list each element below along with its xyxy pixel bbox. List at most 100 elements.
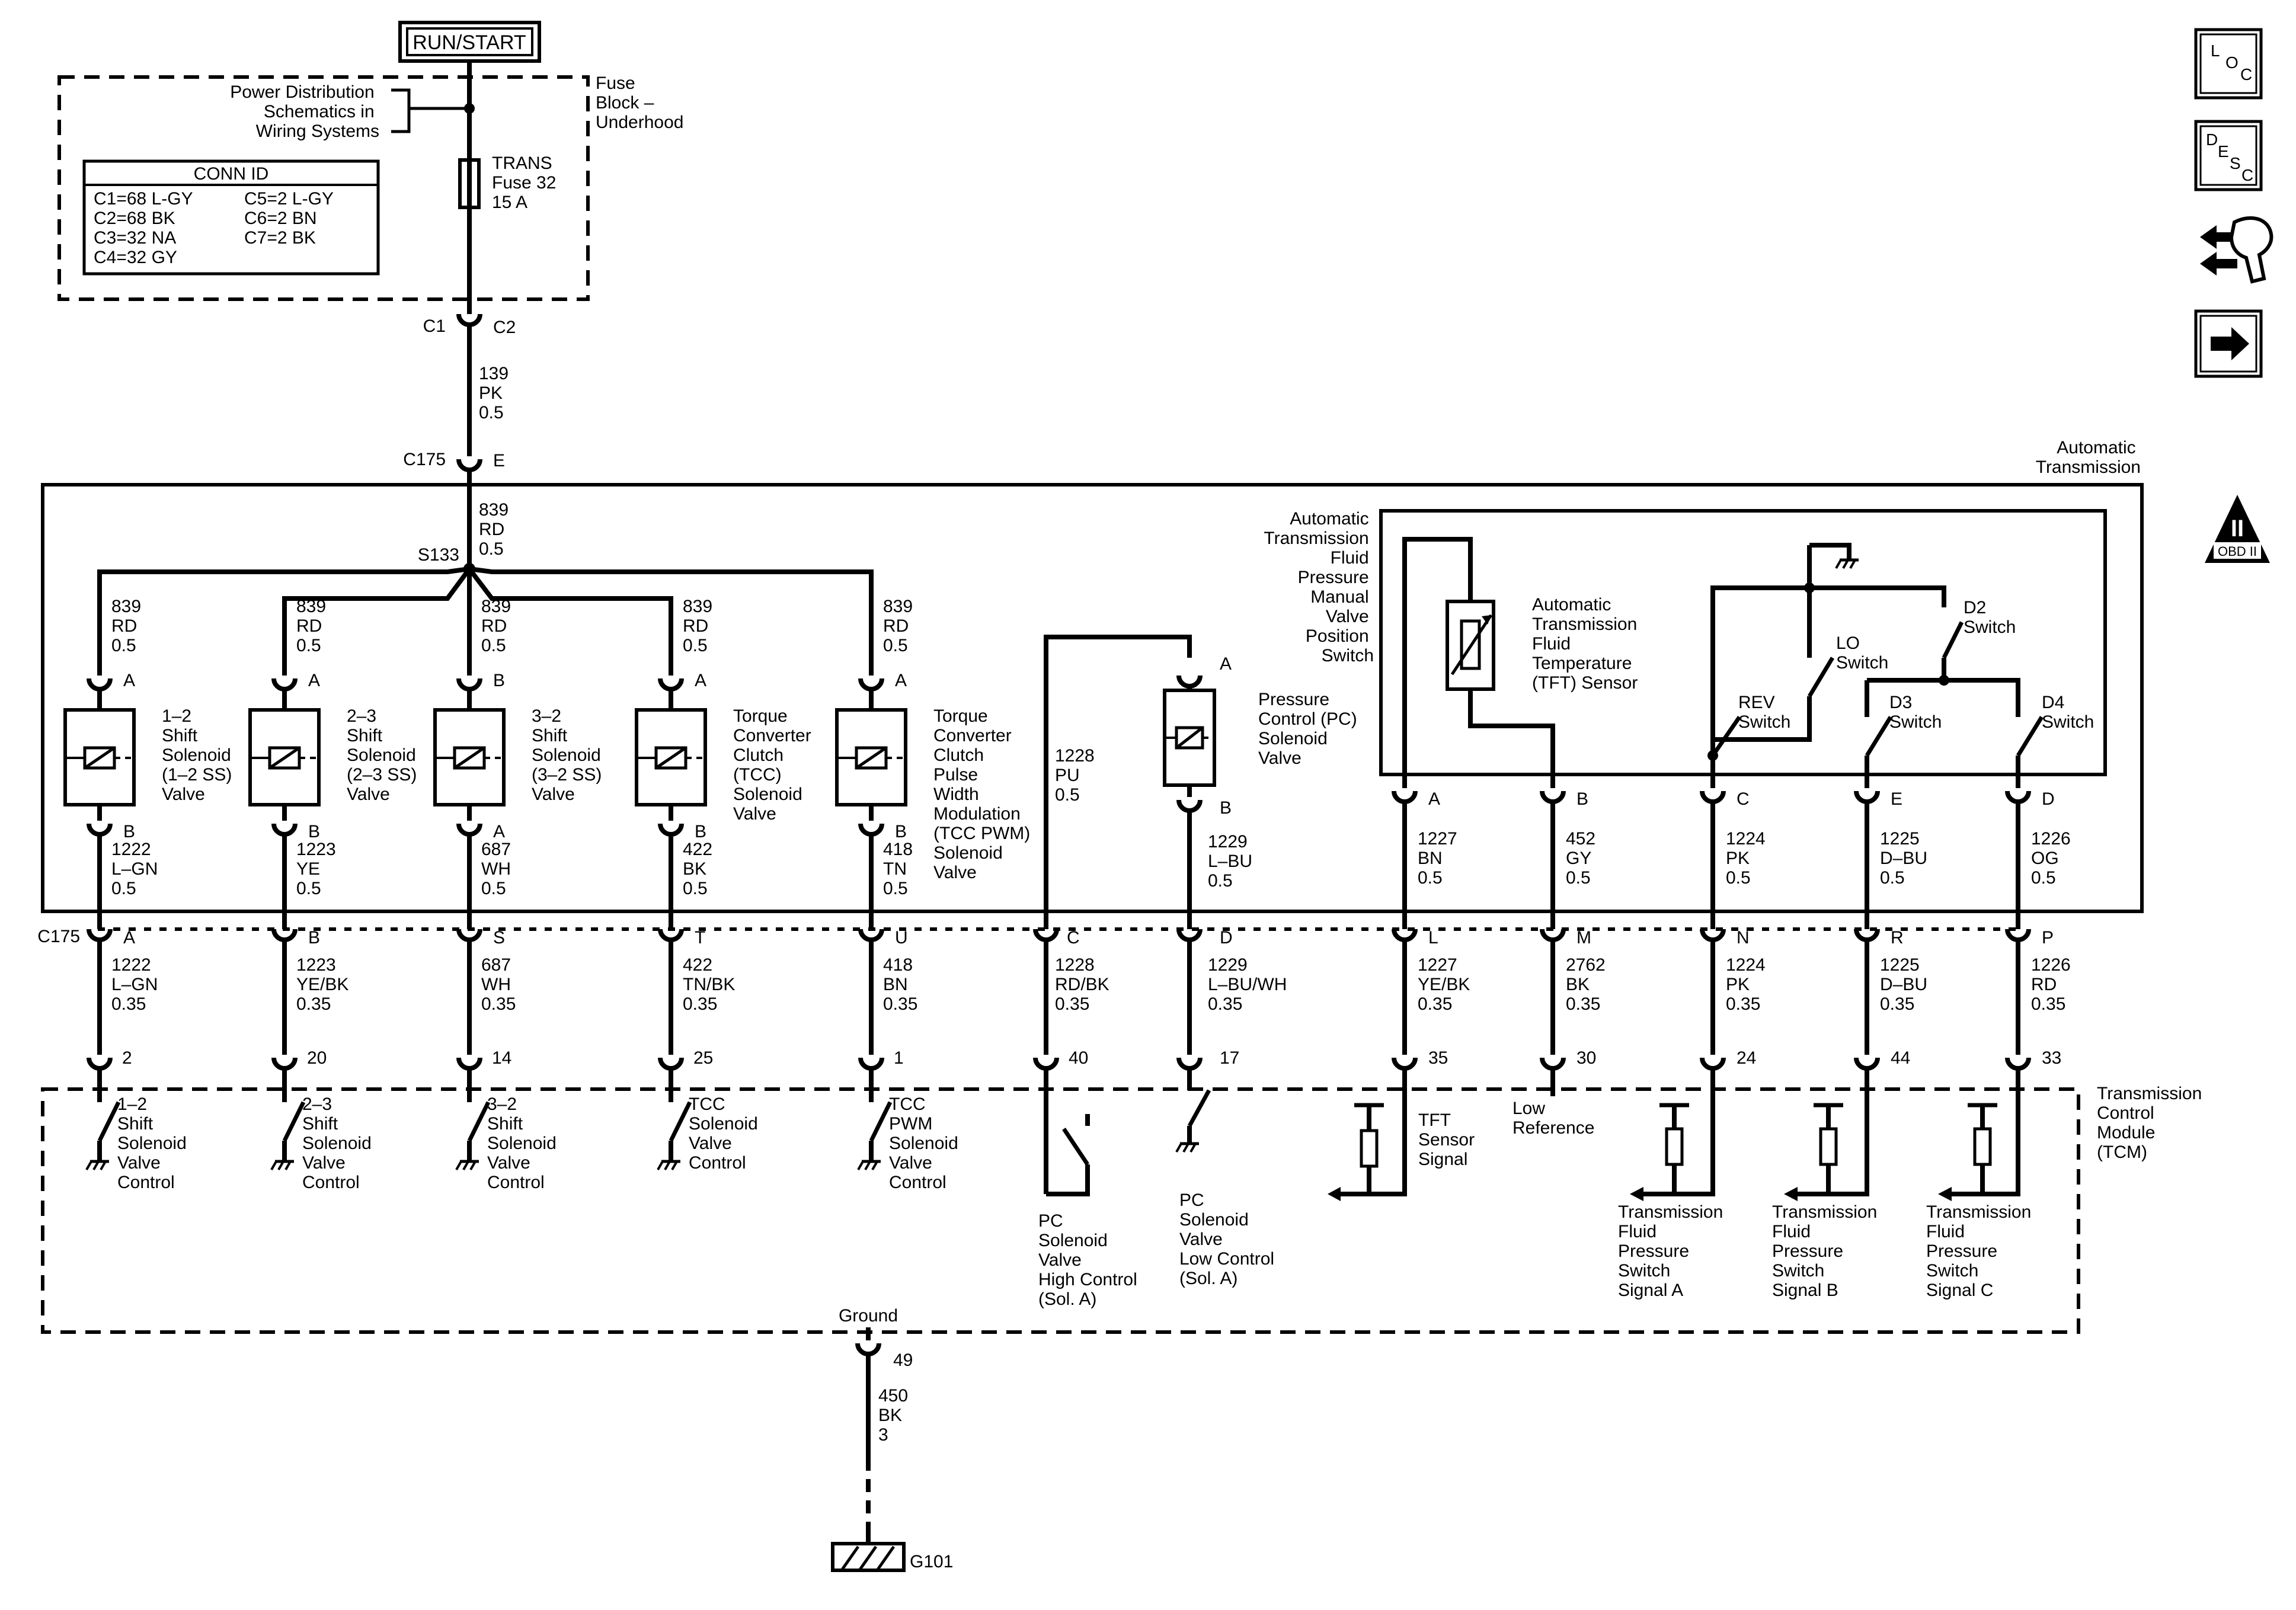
svg-text:E: E (2218, 142, 2229, 161)
svg-text:24: 24 (1737, 1048, 1756, 1068)
solenoid-top-pin: A (895, 671, 907, 690)
pc-solenoid-label: Pressure Control (PC) Solenoid Valve (1258, 690, 1362, 768)
svg-text:OBD II: OBD II (2218, 544, 2257, 559)
svg-text:M: M (1576, 928, 1591, 948)
svg-text:D: D (2042, 789, 2055, 809)
tcm-box (41, 1087, 2080, 1334)
svg-text:17: 17 (1220, 1048, 1239, 1068)
desc-icon[interactable]: D E S C (2194, 120, 2263, 191)
tcm-pin: 2 (122, 1048, 132, 1068)
run-start-label: RUN/START (412, 31, 526, 54)
solenoid-bottom-pin: A (493, 822, 505, 841)
c175-label-top: C175 (403, 450, 446, 469)
pc-high-wire: 1228 PU 0.5 (1055, 746, 1099, 805)
afp-switch-label: Automatic Transmission Fluid Pressure Ma… (1264, 509, 1374, 665)
svg-text:40: 40 (1069, 1048, 1088, 1068)
solenoid-bottom-pin: B (695, 822, 706, 841)
tcm-pin: 25 (693, 1048, 713, 1068)
svg-text:P: P (2042, 928, 2054, 948)
wrench-arrows-icon[interactable] (2200, 216, 2273, 284)
power-distribution-label: Power Distribution Schematics in Wiring … (230, 82, 379, 141)
c2-label: C2 (493, 318, 516, 337)
manual-valve-position-switch: Automatic Transmission Fluid Pressure Ma… (1264, 509, 2107, 788)
obd-ii-icon: II OBD II (2205, 495, 2270, 563)
svg-text:CONN ID: CONN ID (194, 164, 269, 184)
pc-solenoid: 1228 PU 0.5 A Pressure Control (PC) Sole… (1044, 635, 1362, 929)
tcm-ground-label: Ground (839, 1306, 898, 1326)
svg-text:B: B (1576, 789, 1588, 809)
loc-icon[interactable]: L O C (2194, 28, 2263, 100)
solenoid-top-pin: A (695, 671, 706, 690)
svg-text:30: 30 (1576, 1048, 1596, 1068)
tcm-pin: 1 (894, 1048, 904, 1068)
svg-text:E: E (1891, 789, 1902, 809)
main-wire-label: 839 RD 0.5 (479, 500, 513, 559)
ground-pin: 49 (893, 1350, 913, 1370)
c175-pin: S (493, 928, 505, 948)
svg-text:A: A (1428, 789, 1440, 809)
c175-pin: A (123, 928, 135, 948)
g101-label: G101 (910, 1552, 953, 1571)
next-arrow-icon[interactable] (2194, 309, 2263, 378)
svg-text:44: 44 (1891, 1048, 1910, 1068)
solenoid-top-pin: A (308, 671, 320, 690)
svg-text:L: L (2211, 41, 2220, 60)
c175-label-bottom: C175 (37, 927, 80, 946)
automatic-transmission-box (41, 483, 2144, 913)
svg-text:N: N (1737, 928, 1750, 948)
fuse-label: TRANS Fuse 32 15 A (492, 153, 561, 212)
svg-text:L: L (1428, 928, 1438, 948)
svg-text:B: B (1220, 798, 1232, 818)
run-start-box: RUN/START (398, 21, 541, 63)
c175-pin-e: E (493, 451, 505, 470)
conn-id-table: CONN ID C1=68 L-GY C2=68 BK C3=32 NA C4=… (82, 159, 380, 276)
svg-text:D: D (2206, 130, 2218, 149)
svg-text:C: C (1737, 789, 1750, 809)
svg-text:D: D (1220, 928, 1233, 948)
svg-text:C: C (1067, 928, 1080, 948)
feed-wire-label: 139 PK 0.5 (479, 364, 513, 422)
